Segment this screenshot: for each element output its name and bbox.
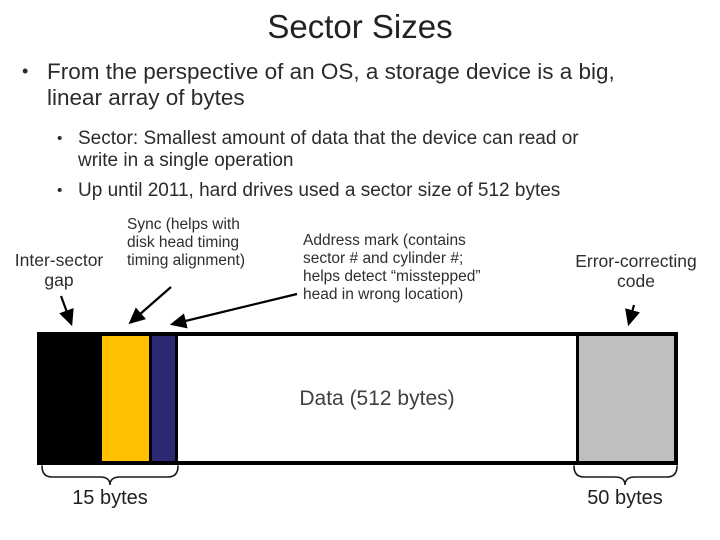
segment-error-correcting-code [579,336,674,461]
slide-title: Sector Sizes [267,8,453,45]
arrow-address-mark [169,292,298,329]
brace-header-bytes [41,465,179,486]
data-segment-label: Data (512 bytes) [299,386,455,410]
arrow-inter-sector-gap [59,295,74,327]
label-address-mark: Address mark (contains sector # and cyli… [303,232,481,303]
sector-layout-bar: Data (512 bytes) [37,332,678,465]
segment-inter-sector-gap [41,336,99,461]
bullet-512-bytes: Up until 2011, hard drives used a sector… [57,180,720,202]
label-inter-sector-gap: Inter-sector gap [14,250,104,290]
bullet-storage-device: From the perspective of an OS, a storage… [22,59,720,112]
label-sync: Sync (helps with disk head timing timing… [127,216,246,269]
arrow-sync [128,286,172,325]
measurement-50-bytes: 50 bytes [587,487,663,509]
segment-sync [102,336,149,461]
brace-ecc-bytes [573,465,678,486]
label-error-correcting-code: Error-correcting code [575,251,697,291]
segment-address-mark [152,336,175,461]
bullet-sector-definition: Sector: Smallest amount of data that the… [57,128,720,172]
measurement-15-bytes: 15 bytes [72,487,148,509]
arrow-error-correcting-code [625,304,640,327]
segment-data: Data (512 bytes) [178,336,576,461]
